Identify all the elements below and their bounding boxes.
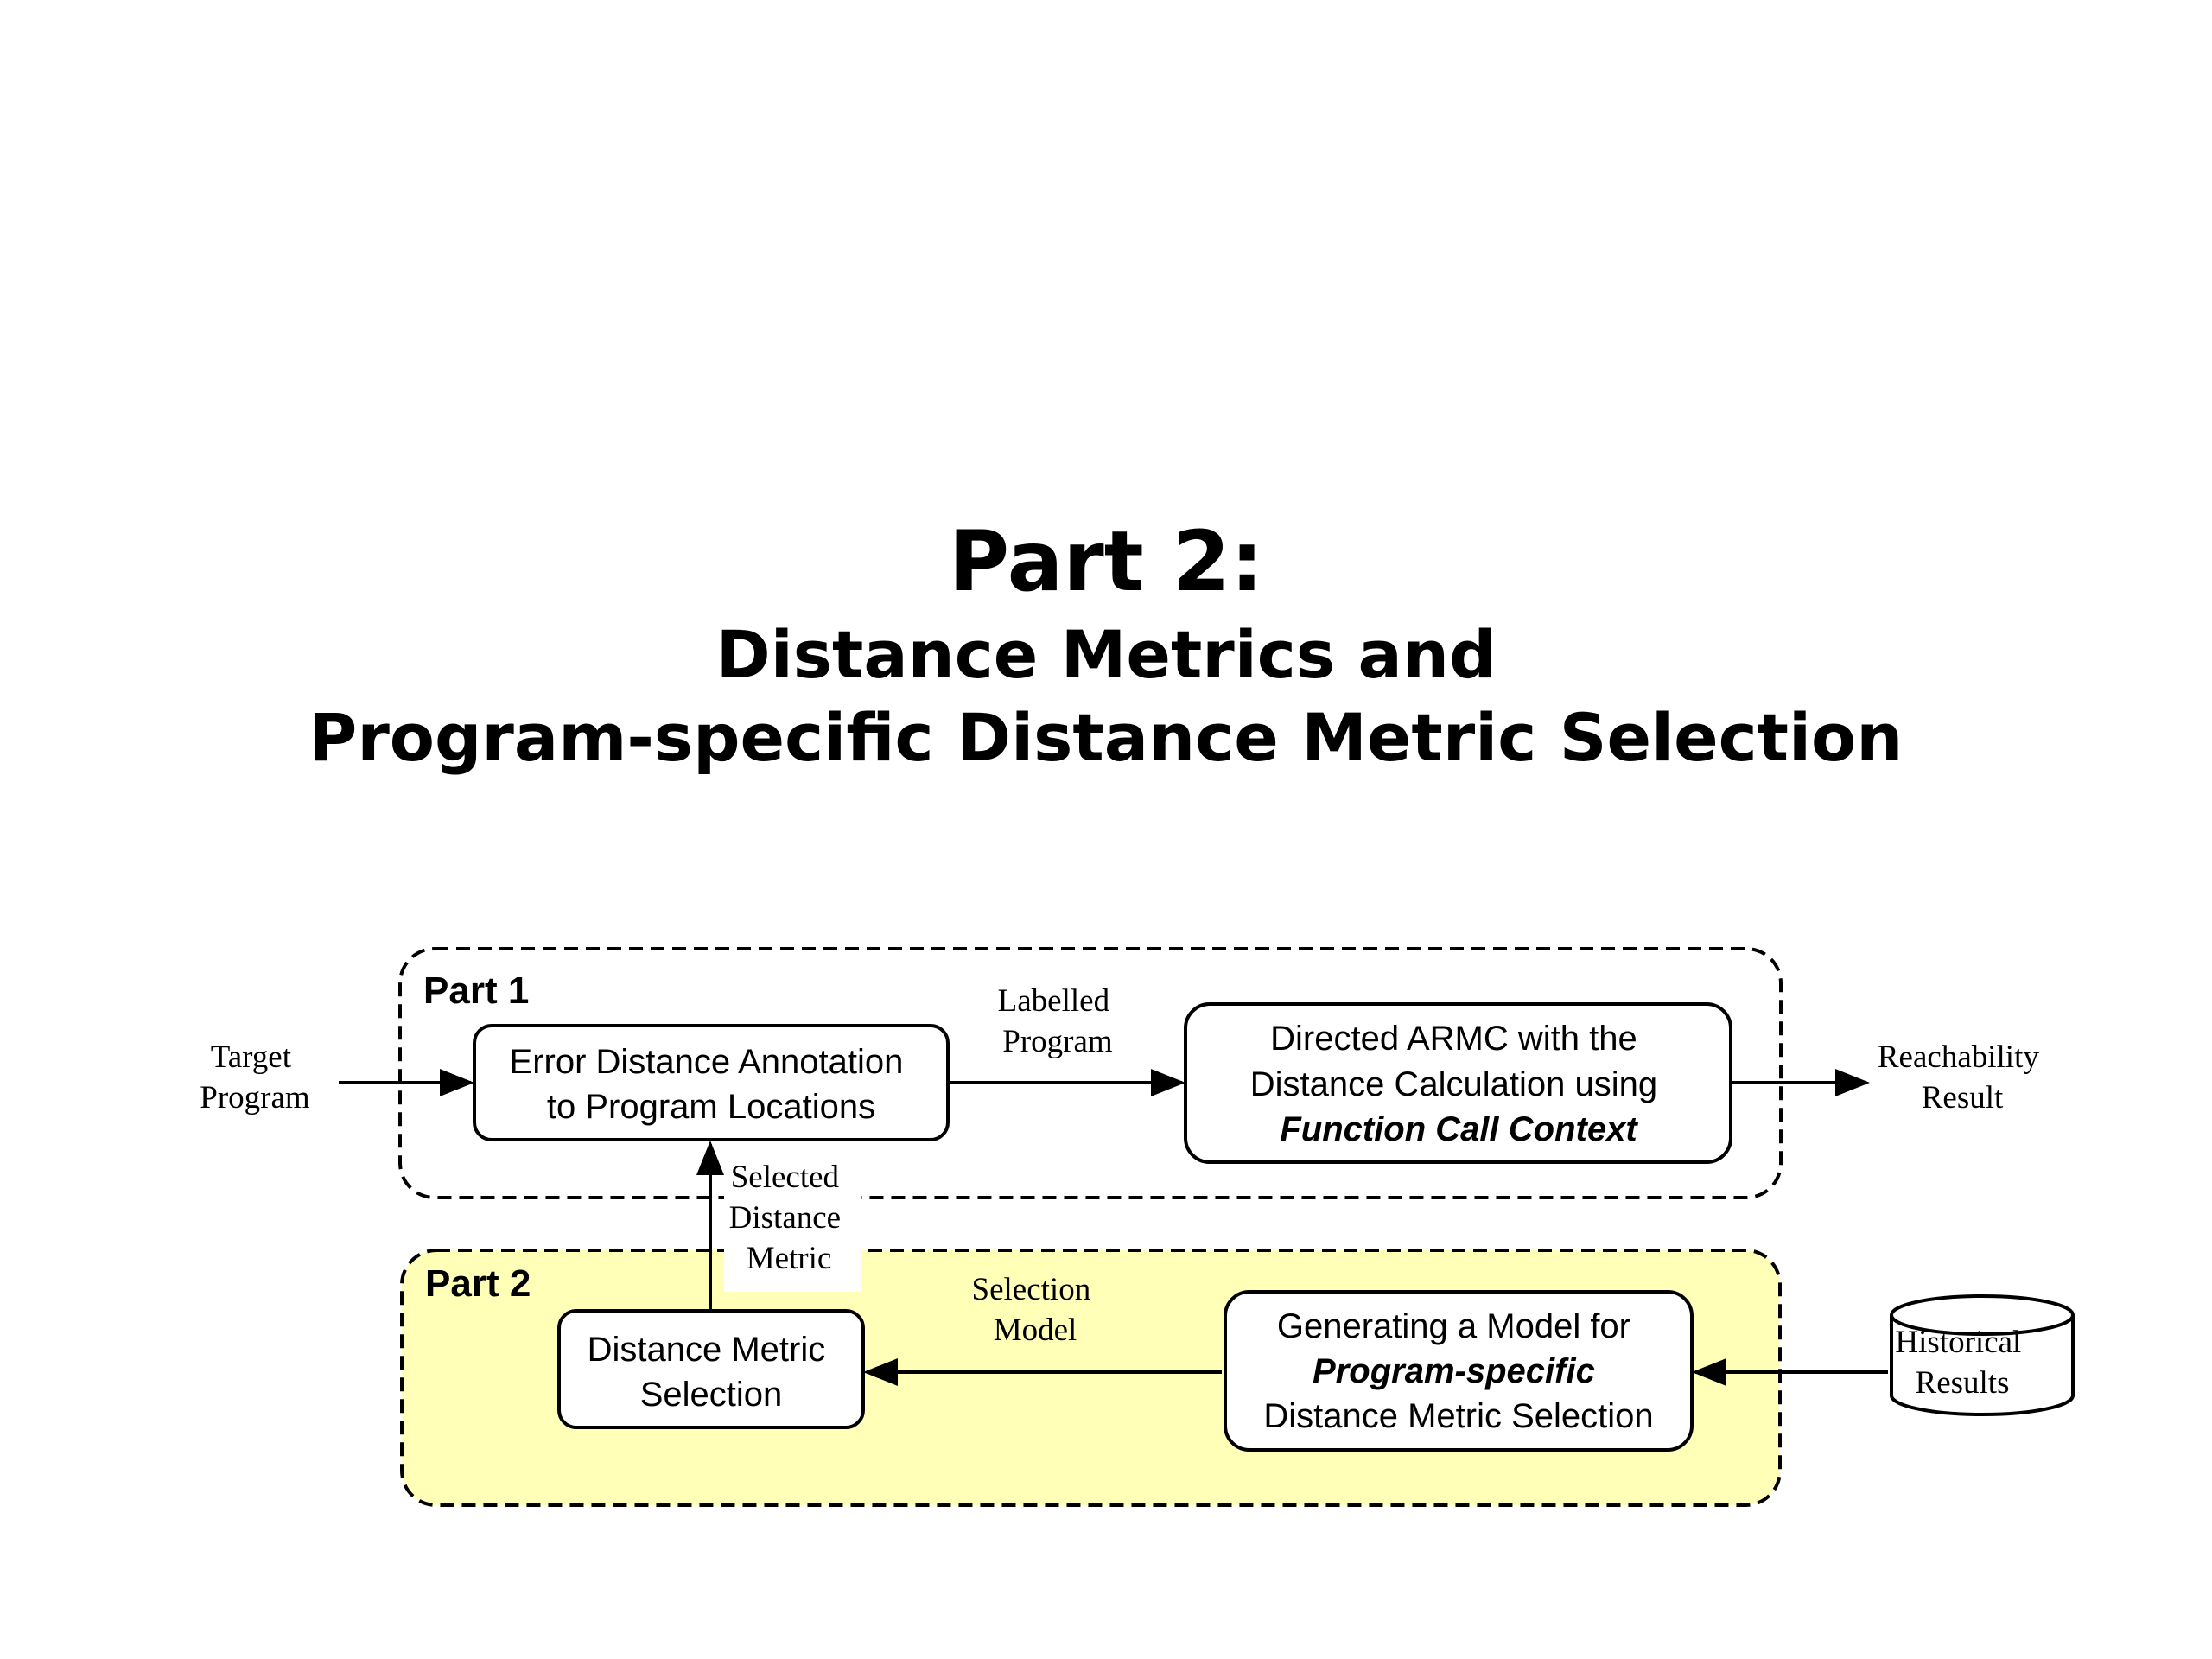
input-label: Target Program [200, 1039, 310, 1116]
input-label-line-1: Target [211, 1039, 292, 1075]
selected-metric-line-2: Distance [729, 1200, 841, 1236]
part1-region [398, 947, 1783, 1199]
model-box-line-1: Generating a Model for [1277, 1307, 1630, 1345]
title-line-1: Part 2: [948, 513, 1264, 610]
title-line-2: Distance Metrics and [715, 616, 1497, 693]
model-box [1224, 1290, 1694, 1452]
title-line-3: Program-specific Distance Metric Selecti… [308, 699, 1904, 776]
part2-label: Part 2 [425, 1262, 531, 1305]
selected-metric-label: Selected Distance Metric [729, 1160, 849, 1276]
selected-metric-label-bg [724, 1166, 861, 1292]
slide-title: Part 2: Distance Metrics and Program-spe… [0, 510, 2212, 779]
selection-model-line-2: Model [994, 1313, 1077, 1348]
annotation-box-label: Error Distance Annotation to Program Loc… [510, 1043, 913, 1126]
selection-box-line-2: Selection [640, 1376, 783, 1414]
model-box-line-3: Distance Metric Selection [1263, 1397, 1653, 1435]
selection-model-line-1: Selection [972, 1272, 1091, 1307]
annotation-box [473, 1024, 950, 1141]
armc-box-line-2: Distance Calculation using [1250, 1065, 1657, 1103]
labelled-program-line-2: Program [1002, 1024, 1113, 1059]
armc-box-line-3: Function Call Context [1280, 1110, 1638, 1148]
selection-box-label: Distance Metric Selection [588, 1331, 836, 1414]
armc-box-line-1: Directed ARMC with the [1270, 1020, 1637, 1058]
selection-model-label: Selection Model [972, 1272, 1099, 1348]
annotation-box-line-1: Error Distance Annotation [510, 1043, 904, 1081]
annotation-box-line-2: to Program Locations [547, 1088, 875, 1126]
output-label: Reachability Result [1878, 1039, 2047, 1116]
selected-metric-line-1: Selected [731, 1160, 840, 1195]
model-box-label: Generating a Model for Program-specific … [1263, 1307, 1653, 1435]
historical-line-1: Historical [1895, 1325, 2021, 1360]
armc-box [1184, 1002, 1732, 1164]
historical-line-2: Results [1916, 1365, 2010, 1401]
selection-box-line-1: Distance Metric [588, 1331, 826, 1369]
selected-metric-line-3: Metric [747, 1241, 832, 1276]
historical-label: Historical Results [1895, 1325, 2029, 1401]
output-label-line-1: Reachability [1878, 1039, 2039, 1075]
labelled-program-line-1: Labelled [998, 983, 1110, 1019]
armc-box-label: Directed ARMC with the Distance Calculat… [1250, 1020, 1668, 1148]
input-label-line-2: Program [200, 1080, 310, 1116]
part1-label: Part 1 [423, 969, 529, 1012]
model-box-line-2: Program-specific [1313, 1352, 1595, 1390]
labelled-program-label: Labelled Program [998, 983, 1118, 1059]
output-label-line-2: Result [1922, 1080, 2004, 1116]
historical-results-database [1890, 1294, 2075, 1416]
selection-box [557, 1309, 865, 1429]
